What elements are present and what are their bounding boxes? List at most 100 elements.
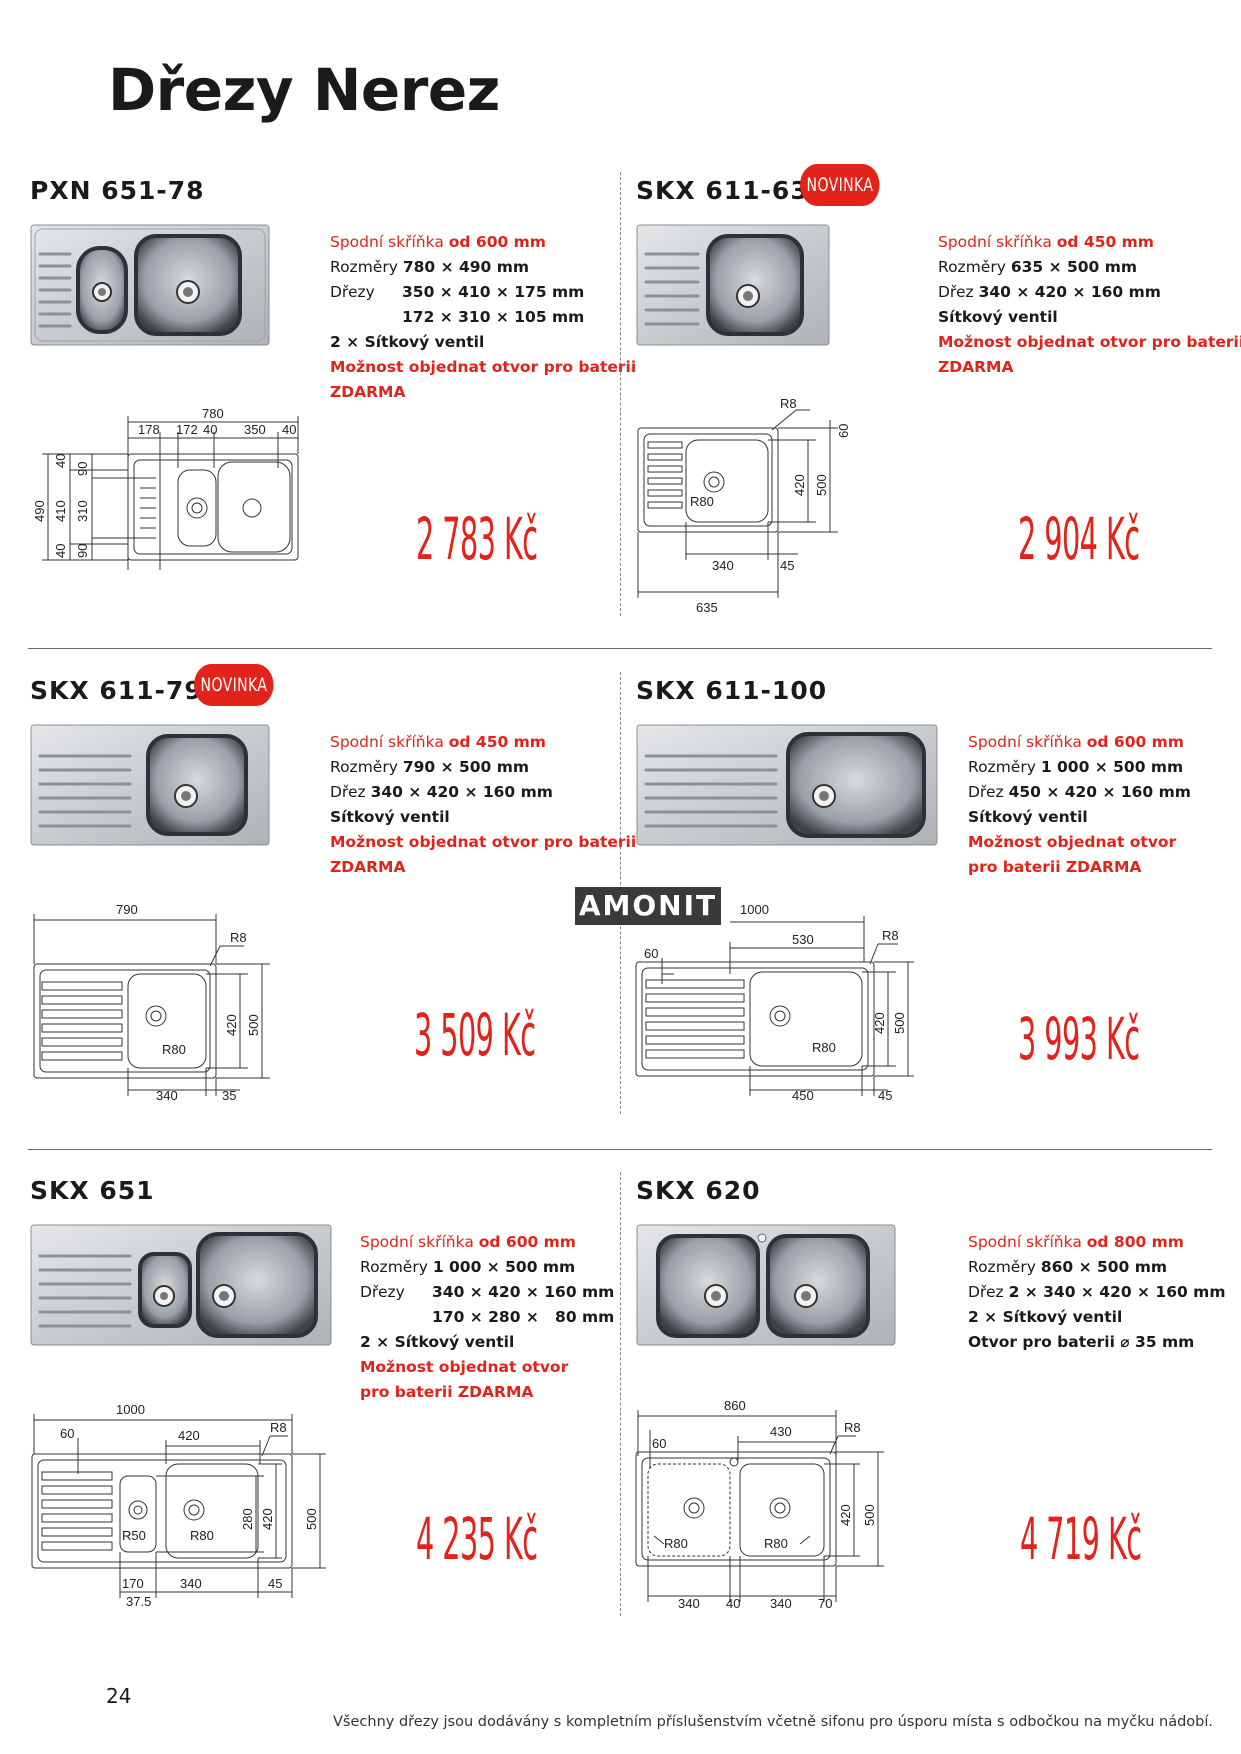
spec-offer: ZDARMA bbox=[330, 383, 406, 401]
product-name: SKX 611-100 bbox=[636, 676, 828, 705]
row-divider bbox=[28, 648, 1212, 649]
spec-offer: Možnost objednat otvor pro baterii bbox=[330, 833, 637, 851]
dim-label: 90 bbox=[75, 544, 90, 558]
spec-valve: 2 × Sítkový ventil bbox=[360, 1333, 515, 1351]
product-name: PXN 651-78 bbox=[30, 176, 205, 205]
dim-label: R8 bbox=[270, 1420, 287, 1435]
dim-label: 40 bbox=[53, 544, 68, 558]
dim-label: 340 bbox=[180, 1576, 202, 1591]
product-price: 4 719 Kč bbox=[1020, 1505, 1142, 1573]
product-card-skx-611-79: SKX 611-79 NOVINKA Spodní skříňka od 450… bbox=[28, 664, 636, 1116]
sink-photo bbox=[30, 1224, 332, 1346]
dim-label: 40 bbox=[726, 1596, 740, 1611]
spec-label: Rozměry bbox=[938, 258, 1006, 276]
spec-label: Spodní skříňka bbox=[968, 1233, 1082, 1251]
dim-label: R80 bbox=[162, 1042, 186, 1057]
dim-label: 1000 bbox=[116, 1402, 145, 1417]
spec-label: Spodní skříňka bbox=[938, 233, 1052, 251]
novinka-badge: NOVINKA bbox=[194, 664, 274, 706]
dim-label: R80 bbox=[190, 1528, 214, 1543]
product-name: SKX 611-63 bbox=[636, 176, 809, 205]
dim-label: 350 bbox=[244, 422, 266, 437]
spec-offer: Možnost objednat otvor bbox=[968, 833, 1177, 851]
spec-value: 2 × 340 × 420 × 160 mm bbox=[1008, 1283, 1226, 1301]
product-specs: Spodní skříňka od 800 mm Rozměry 860 × 5… bbox=[968, 1230, 1225, 1355]
dim-label: R8 bbox=[882, 928, 899, 943]
dim-label: 340 bbox=[770, 1596, 792, 1611]
dim-label: 172 bbox=[176, 422, 198, 437]
product-specs: Spodní skříňka od 600 mm Rozměry 1 000 ×… bbox=[360, 1230, 614, 1405]
spec-value: 1 000 × 500 mm bbox=[432, 1258, 576, 1276]
spec-offer: ZDARMA bbox=[938, 358, 1014, 376]
spec-label: Dřez bbox=[330, 783, 366, 801]
sink-photo bbox=[30, 724, 270, 846]
spec-value: od 450 mm bbox=[1056, 233, 1154, 251]
dim-label: 1000 bbox=[740, 902, 769, 917]
spec-label: Rozměry bbox=[968, 1258, 1036, 1276]
technical-drawing: 780 178 172 40 350 40 40 90 490 410 310 … bbox=[30, 398, 330, 583]
dim-label: R8 bbox=[230, 930, 247, 945]
product-card-skx-651: SKX 651 Spodní skříňka od 600 mm Rozměry… bbox=[28, 1176, 618, 1616]
spec-value: od 600 mm bbox=[1086, 733, 1184, 751]
dim-label: 45 bbox=[878, 1088, 892, 1102]
dim-label: 40 bbox=[53, 454, 68, 468]
sink-photo bbox=[636, 724, 938, 846]
spec-value: 635 × 500 mm bbox=[1010, 258, 1137, 276]
novinka-badge: NOVINKA bbox=[800, 164, 880, 206]
spec-label: Spodní skříňka bbox=[330, 733, 444, 751]
product-name: SKX 611-79 bbox=[30, 676, 203, 705]
row-divider bbox=[28, 1149, 1212, 1150]
dim-label: 500 bbox=[304, 1508, 319, 1530]
dim-label: 280 bbox=[240, 1508, 255, 1530]
spec-value: 172 × 310 × 105 mm bbox=[402, 308, 585, 326]
spec-offer: pro baterii ZDARMA bbox=[968, 858, 1142, 876]
product-specs: Spodní skříňka od 600 mm Rozměry 780 × 4… bbox=[330, 230, 636, 405]
product-price: 4 235 Kč bbox=[416, 1505, 538, 1573]
spec-value: 340 × 420 × 160 mm bbox=[432, 1283, 615, 1301]
spec-label: Dřezy bbox=[330, 283, 375, 301]
dim-label: 780 bbox=[202, 406, 224, 421]
spec-valve: Sítkový ventil bbox=[968, 808, 1088, 826]
spec-value: od 600 mm bbox=[448, 233, 546, 251]
dim-label: 420 bbox=[224, 1014, 239, 1036]
dim-label: 635 bbox=[696, 600, 718, 615]
sink-photo bbox=[30, 224, 270, 346]
spec-label: Rozměry bbox=[330, 758, 398, 776]
product-card-skx-611-63: SKX 611-63 NOVINKA Spodní skříňka od 450… bbox=[634, 164, 1241, 618]
dim-label: 500 bbox=[814, 474, 829, 496]
technical-drawing: 1000 530 R8 60 420 500 R80 450 45 bbox=[634, 898, 914, 1102]
dim-label: 530 bbox=[792, 932, 814, 947]
dim-label: 500 bbox=[246, 1014, 261, 1036]
spec-value: od 450 mm bbox=[448, 733, 546, 751]
page-number: 24 bbox=[106, 1684, 132, 1708]
spec-value: 450 × 420 × 160 mm bbox=[1008, 783, 1191, 801]
spec-faucet-hole: Otvor pro baterii ⌀ 35 mm bbox=[968, 1333, 1195, 1351]
spec-label: Spodní skříňka bbox=[360, 1233, 474, 1251]
product-specs: Spodní skříňka od 450 mm Rozměry 790 × 5… bbox=[330, 730, 636, 880]
dim-label: R8 bbox=[844, 1420, 861, 1435]
dim-label: 410 bbox=[53, 500, 68, 522]
dim-label: 60 bbox=[836, 424, 851, 438]
technical-drawing: R8 60 420 500 R80 340 45 635 bbox=[634, 398, 854, 618]
dim-label: R50 bbox=[122, 1528, 146, 1543]
dim-label: 170 bbox=[122, 1576, 144, 1591]
footnote: Všechny dřezy jsou dodávány s kompletním… bbox=[333, 1714, 1213, 1730]
dim-label: 490 bbox=[32, 500, 47, 522]
technical-drawing: 860 430 R8 60 420 500 R80 R80 340 40 340… bbox=[634, 1396, 896, 1612]
spec-offer: Možnost objednat otvor bbox=[360, 1358, 569, 1376]
product-name: SKX 651 bbox=[30, 1176, 155, 1205]
spec-label: Rozměry bbox=[330, 258, 398, 276]
dim-label: 60 bbox=[644, 946, 658, 961]
product-price: 2 783 Kč bbox=[416, 505, 538, 573]
spec-offer: Možnost objednat otvor pro baterii bbox=[330, 358, 637, 376]
dim-label: 178 bbox=[138, 422, 160, 437]
sink-photo bbox=[636, 224, 830, 346]
dim-label: 40 bbox=[282, 422, 296, 437]
product-price: 2 904 Kč bbox=[1018, 505, 1140, 573]
dim-label: 70 bbox=[818, 1596, 832, 1611]
spec-valve: 2 × Sítkový ventil bbox=[968, 1308, 1123, 1326]
spec-value: 170 × 280 × 80 mm bbox=[432, 1308, 615, 1326]
dim-label: 420 bbox=[792, 474, 807, 496]
dim-label: 310 bbox=[75, 500, 90, 522]
spec-valve: Sítkový ventil bbox=[938, 308, 1058, 326]
